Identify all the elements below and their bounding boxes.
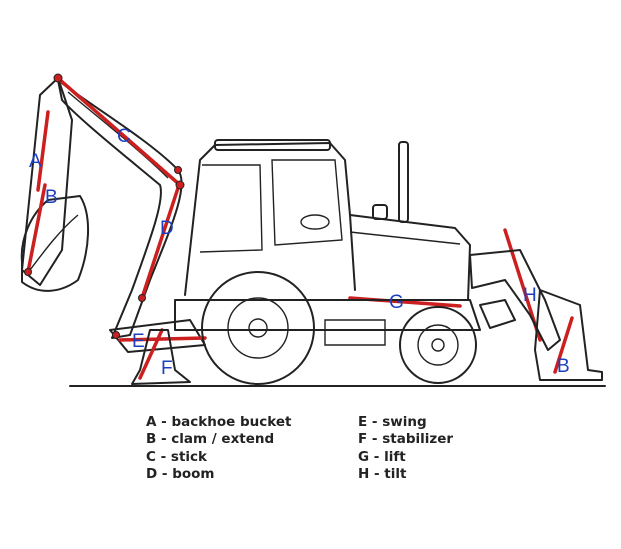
pivot-pin	[112, 331, 120, 339]
marker-b-loader: B	[557, 356, 570, 377]
hydraulic-cylinders	[24, 73, 574, 380]
cylinder-boom	[140, 186, 180, 300]
pivot-pin	[175, 180, 185, 190]
legend-item-g: G - lift	[358, 448, 406, 465]
cylinder-loader-bucket	[553, 316, 574, 374]
pivot-pin	[174, 166, 182, 174]
stabilizer	[131, 329, 191, 385]
marker-g: G	[389, 292, 404, 313]
legend-item-b: B - clam / extend	[146, 431, 275, 448]
legend-item-c: C - stick	[146, 448, 208, 465]
pivot-pin	[24, 268, 32, 276]
front-wheel	[399, 306, 477, 384]
backhoe-arm	[20, 77, 206, 353]
marker-c: C	[117, 126, 131, 147]
legend-right: E - swing F - stabilizer G - lift H - ti…	[358, 414, 453, 483]
rear-wheel	[201, 271, 315, 385]
cylinder-stabilizer	[138, 328, 164, 380]
tractor-body	[174, 139, 481, 346]
loader-arm	[469, 249, 603, 381]
marker-e: E	[132, 331, 145, 352]
marker-a: A	[29, 151, 42, 172]
marker-d: D	[160, 218, 174, 239]
legend-item-a: A - backhoe bucket	[146, 414, 292, 430]
cylinder-clam-extend	[26, 183, 47, 274]
marker-f: F	[161, 358, 173, 379]
marker-b: B	[45, 187, 58, 208]
cylinder-stick	[58, 78, 182, 187]
legend-item-d: D - boom	[146, 465, 215, 482]
pivot-pin	[138, 294, 146, 302]
cylinder-swing	[118, 336, 207, 342]
marker-h: H	[523, 285, 537, 306]
legend-item-e: E - swing	[358, 414, 427, 430]
cylinder-backhoe-bucket	[36, 110, 50, 192]
part-markers: A B C D E F G H B	[29, 126, 570, 379]
pivot-pin	[53, 73, 63, 83]
legend-item-f: F - stabilizer	[358, 431, 454, 448]
legend-left: A - backhoe bucket B - clam / extend C -…	[146, 414, 291, 483]
legend-item-h: H - tilt	[358, 465, 407, 482]
